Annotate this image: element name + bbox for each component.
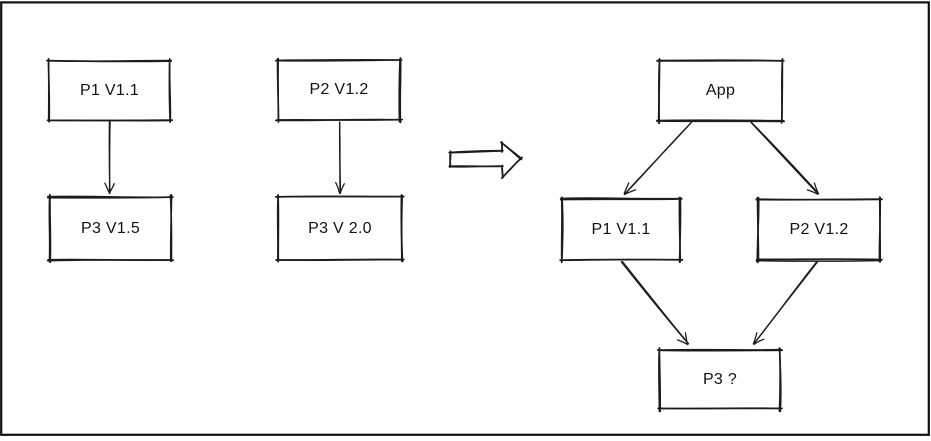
- node-box-app: [656, 57, 786, 125]
- node-box-mid_p3: [274, 193, 405, 263]
- transform-arrow-icon: [448, 141, 523, 180]
- edge-arrow: [335, 121, 345, 195]
- node-box-right_p2: [755, 196, 883, 264]
- edge-arrow: [623, 121, 693, 196]
- node-box-right_p3: [656, 347, 784, 413]
- edge-arrow: [620, 260, 690, 346]
- node-box-left_p3: [46, 193, 175, 264]
- edge-arrow: [750, 121, 820, 195]
- node-box-left_p1: [46, 58, 174, 124]
- edge-arrow: [104, 120, 115, 195]
- node-box-mid_p2: [275, 57, 404, 124]
- node-box-right_p1: [559, 196, 684, 264]
- edge-arrow: [752, 261, 819, 346]
